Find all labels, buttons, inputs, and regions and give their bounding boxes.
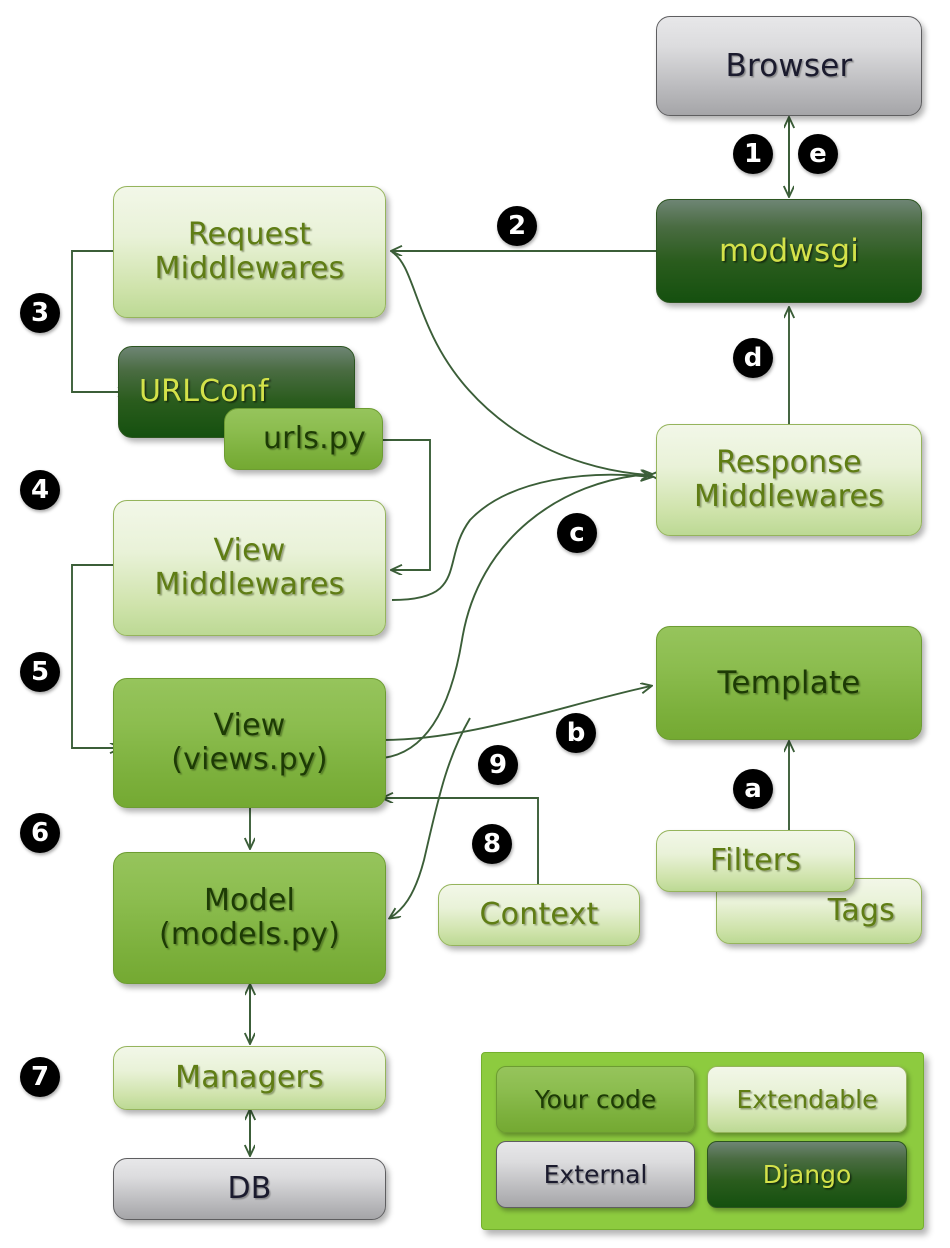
- node-modwsgi[interactable]: modwsgi: [656, 199, 922, 303]
- node-browser[interactable]: Browser: [656, 16, 922, 116]
- legend-item-your-code-label: Your code: [534, 1085, 657, 1114]
- node-template-label: Template: [717, 664, 861, 701]
- node-urlspy-label: urls.py: [262, 421, 366, 457]
- legend-item-external-label: External: [543, 1160, 648, 1189]
- node-request-middlewares-label: Request Middlewares: [154, 217, 345, 286]
- node-context-label: Context: [479, 897, 599, 933]
- node-view-middlewares-label: View Middlewares: [154, 533, 345, 602]
- marker-d-label: d: [743, 343, 763, 373]
- wire-view-middlewares-to-response-middlewares: [391, 475, 651, 601]
- marker-d: d: [733, 338, 773, 378]
- legend-item-extendable-label: Extendable: [736, 1085, 878, 1114]
- node-view-label: View (views.py): [171, 708, 328, 777]
- marker-7: 7: [20, 1057, 60, 1097]
- node-modwsgi-label: modwsgi: [718, 232, 860, 269]
- legend-item-external[interactable]: External: [496, 1141, 695, 1208]
- node-managers-label: Managers: [175, 1060, 324, 1096]
- marker-c: c: [557, 513, 597, 553]
- node-browser-label: Browser: [725, 47, 853, 84]
- node-managers[interactable]: Managers: [113, 1046, 386, 1110]
- node-request-middlewares[interactable]: Request Middlewares: [113, 186, 386, 318]
- marker-2: 2: [497, 206, 537, 246]
- marker-4: 4: [20, 470, 60, 510]
- wire-urlspy-to-view-middlewares: [383, 439, 431, 570]
- wire-context-to-view: [383, 798, 539, 884]
- marker-b: b: [556, 713, 596, 753]
- marker-9: 9: [478, 745, 518, 785]
- marker-8-label: 8: [482, 829, 502, 859]
- node-model-label: Model (models.py): [159, 883, 340, 952]
- node-filters-label: Filters: [709, 843, 802, 879]
- node-response-middlewares[interactable]: Response Middlewares: [656, 424, 922, 536]
- marker-3-label: 3: [30, 298, 50, 328]
- legend-item-django-label: Django: [762, 1160, 852, 1189]
- marker-1: 1: [733, 134, 773, 174]
- marker-e: e: [798, 134, 838, 174]
- node-db[interactable]: DB: [113, 1158, 386, 1220]
- marker-b-label: b: [566, 718, 586, 748]
- legend-item-extendable[interactable]: Extendable: [707, 1066, 907, 1133]
- legend-item-your-code[interactable]: Your code: [496, 1066, 695, 1133]
- marker-a-label: a: [744, 774, 762, 804]
- marker-5-label: 5: [30, 657, 50, 687]
- node-context[interactable]: Context: [438, 884, 640, 946]
- marker-7-label: 7: [30, 1062, 50, 1092]
- marker-1-label: 1: [743, 139, 763, 169]
- marker-2-label: 2: [507, 211, 527, 241]
- node-model[interactable]: Model (models.py): [113, 852, 386, 984]
- wire-view-to-response-middlewares: [382, 474, 651, 759]
- node-view[interactable]: View (views.py): [113, 678, 386, 808]
- node-view-middlewares[interactable]: View Middlewares: [113, 500, 386, 636]
- marker-6-label: 6: [30, 818, 50, 848]
- wire-view-to-template: [382, 686, 651, 741]
- marker-8: 8: [472, 824, 512, 864]
- marker-9-label: 9: [488, 750, 508, 780]
- wire-request-middlewares-to-response-middlewares: [391, 251, 651, 475]
- marker-3: 3: [20, 293, 60, 333]
- legend-panel: Your code Extendable External Django: [481, 1052, 924, 1230]
- marker-e-label: e: [809, 139, 827, 169]
- node-db-label: DB: [227, 1171, 272, 1207]
- node-urlspy[interactable]: urls.py: [224, 408, 383, 470]
- marker-4-label: 4: [30, 475, 50, 505]
- marker-5: 5: [20, 652, 60, 692]
- marker-6: 6: [20, 813, 60, 853]
- legend-item-django[interactable]: Django: [707, 1141, 907, 1208]
- node-response-middlewares-label: Response Middlewares: [694, 445, 884, 514]
- marker-c-label: c: [569, 518, 585, 548]
- node-filters[interactable]: Filters: [656, 830, 855, 892]
- node-urlconf-label: URLConf: [139, 374, 269, 410]
- marker-a: a: [733, 769, 773, 809]
- node-tags-label: Tags: [827, 893, 895, 929]
- node-template[interactable]: Template: [656, 626, 922, 740]
